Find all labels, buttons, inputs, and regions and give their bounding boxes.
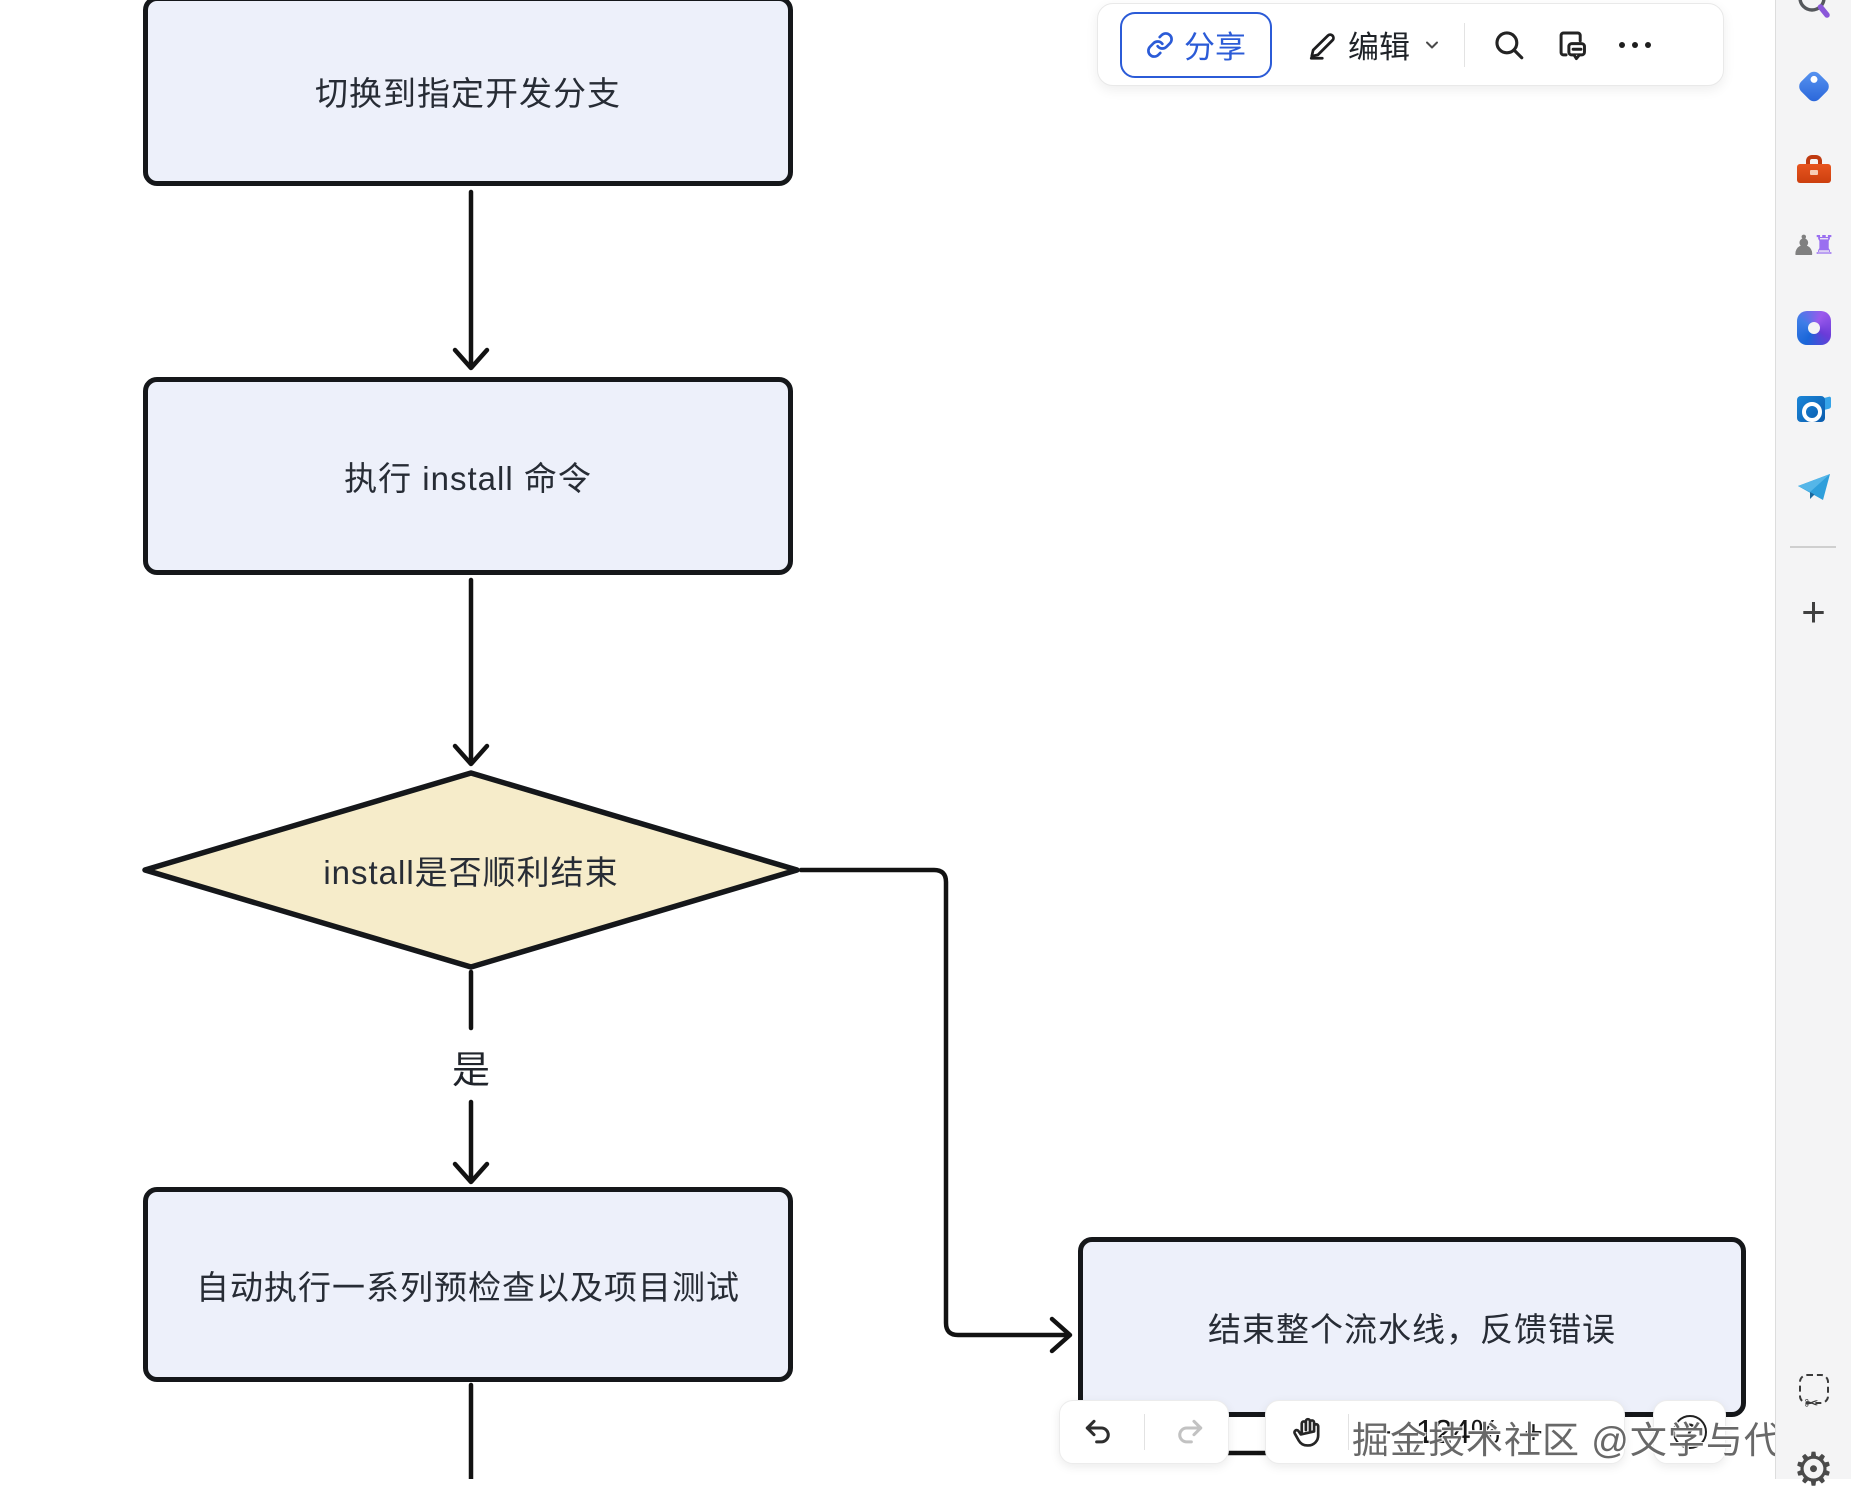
flow-node-label: 自动执行一系列预检查以及项目测试 xyxy=(196,1268,740,1306)
bing-search-icon[interactable] xyxy=(1794,0,1834,30)
edge-label-yes: 是 xyxy=(451,1049,490,1092)
flow-node-label: 切换到指定开发分支 xyxy=(315,75,621,112)
toolbar-divider xyxy=(1348,1414,1349,1450)
flow-node-label: 结束整个流水线，反馈错误 xyxy=(1208,1311,1616,1348)
microsoft-365-icon[interactable] xyxy=(1796,311,1831,345)
flow-node-end-error[interactable]: 结束整个流水线，反馈错误 xyxy=(1078,1237,1746,1417)
outlook-icon[interactable] xyxy=(1796,394,1831,424)
toolbox-icon[interactable] xyxy=(1796,155,1831,183)
add-icon[interactable]: + xyxy=(1801,588,1826,635)
flow-node-step2[interactable]: 执行 install 命令 xyxy=(143,377,793,575)
more-button[interactable] xyxy=(1613,23,1657,67)
edge-sidebar: ♟♜ + ✂ ⚙ xyxy=(1775,0,1851,1492)
flow-node-label: 执行 install 命令 xyxy=(344,460,592,497)
top-toolbar: 分享 编辑 xyxy=(1097,3,1724,86)
edit-button[interactable]: 编辑 xyxy=(1306,22,1442,67)
zoom-level: 124% xyxy=(1415,1413,1501,1450)
toolbar-divider xyxy=(1464,22,1465,67)
web-capture-icon[interactable]: ✂ xyxy=(1798,1374,1829,1413)
telegram-icon[interactable] xyxy=(1796,472,1832,502)
help-toolbar: ? xyxy=(1653,1400,1726,1464)
flow-node-step3[interactable]: 自动执行一系列预检查以及项目测试 xyxy=(143,1187,793,1382)
zoom-out-button[interactable]: − xyxy=(1373,1413,1392,1450)
share-button-label: 分享 xyxy=(1184,30,1246,65)
games-chess-icon[interactable]: ♟♜ xyxy=(1791,230,1836,261)
hand-tool-button[interactable] xyxy=(1290,1415,1324,1449)
more-icon xyxy=(1619,41,1651,48)
sidebar-divider xyxy=(1790,546,1836,548)
flow-node-label: install是否顺利结束 xyxy=(323,854,619,891)
zoom-in-button[interactable]: + xyxy=(1524,1413,1543,1450)
help-label: ? xyxy=(1683,1420,1696,1443)
undo-button[interactable] xyxy=(1082,1416,1114,1448)
flow-node-step1[interactable]: 切换到指定开发分支 xyxy=(143,0,793,186)
undo-redo-toolbar xyxy=(1059,1400,1229,1464)
flow-node-decision[interactable]: install是否顺利结束 xyxy=(143,772,799,968)
pencil-icon xyxy=(1306,30,1336,60)
shopping-tag-icon[interactable] xyxy=(1795,68,1832,105)
chevron-down-icon xyxy=(1422,35,1442,55)
settings-gear-icon[interactable]: ⚙ xyxy=(1792,1443,1835,1495)
toolbar-divider xyxy=(1143,1414,1145,1450)
edit-button-label: 编辑 xyxy=(1348,30,1410,65)
zoom-toolbar: − 124% + xyxy=(1265,1400,1625,1464)
share-button[interactable]: 分享 xyxy=(1120,11,1272,78)
comment-feedback-button[interactable] xyxy=(1549,23,1593,67)
search-button[interactable] xyxy=(1487,23,1531,67)
redo-button[interactable] xyxy=(1174,1416,1206,1448)
help-button[interactable]: ? xyxy=(1672,1415,1707,1449)
link-icon xyxy=(1146,31,1174,59)
